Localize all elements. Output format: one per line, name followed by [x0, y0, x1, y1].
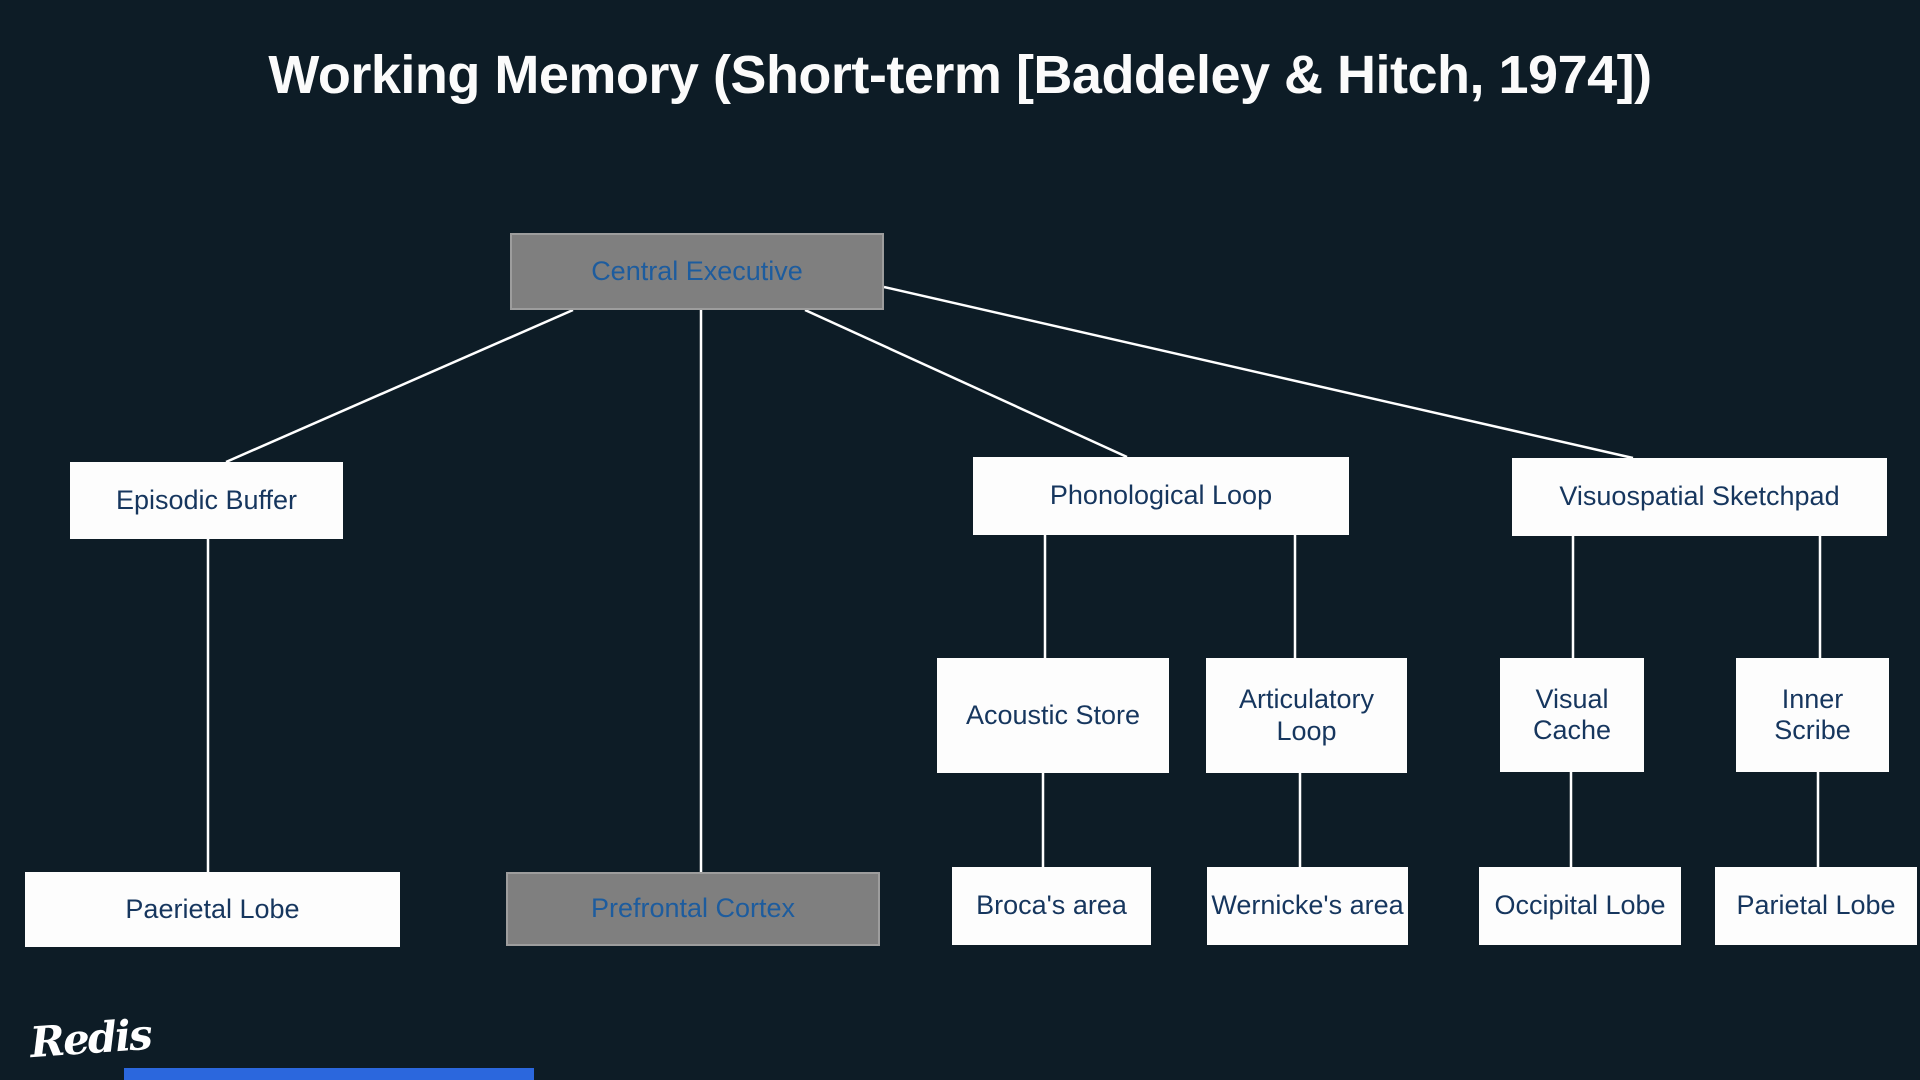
- node-acoustic-store: Acoustic Store: [937, 658, 1169, 773]
- connector-ce-episodic-buffer: [225, 308, 574, 464]
- node-episodic-buffer: Episodic Buffer: [70, 462, 343, 539]
- node-articulatory-loop: Articulatory Loop: [1206, 658, 1407, 773]
- footer-accent-bar: [124, 1068, 534, 1080]
- node-occipital-lobe: Occipital Lobe: [1479, 867, 1681, 945]
- node-inner-scribe: Inner Scribe: [1736, 658, 1889, 772]
- node-visual-cache: Visual Cache: [1500, 658, 1644, 772]
- node-central-executive: Central Executive: [510, 233, 884, 310]
- node-parietal-lobe: Parietal Lobe: [1715, 867, 1917, 945]
- connector-ce-visuospatial-sketchpad: [883, 285, 1634, 460]
- node-visuospatial-sketchpad: Visuospatial Sketchpad: [1512, 458, 1887, 536]
- slide-title: Working Memory (Short-term [Baddeley & H…: [268, 45, 1652, 105]
- node-prefrontal-cortex: Prefrontal Cortex: [506, 872, 880, 946]
- node-brocas-area: Broca's area: [952, 867, 1151, 945]
- redis-logo: Redis: [28, 1009, 153, 1068]
- connector-ce-phonological-loop: [804, 308, 1128, 459]
- node-phonological-loop: Phonological Loop: [973, 457, 1349, 535]
- node-wernickes-area: Wernicke's area: [1207, 867, 1408, 945]
- node-paerietal-lobe: Paerietal Lobe: [25, 872, 400, 947]
